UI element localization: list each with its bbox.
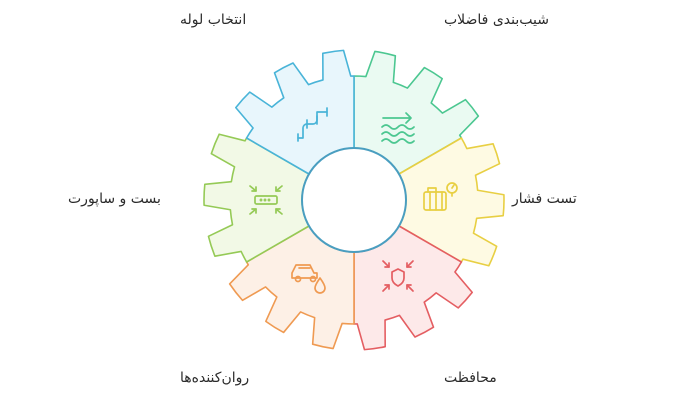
pipe-icon xyxy=(297,107,328,142)
wave-arrow-icon xyxy=(381,112,415,144)
label-sewer-slope: شیب‌بندی فاضلاب xyxy=(444,12,549,28)
clamp-support-icon xyxy=(249,185,283,215)
label-protection: محافظت xyxy=(444,370,497,386)
label-clamps-supports: بست و ساپورت xyxy=(68,191,161,207)
gear-center-hole xyxy=(301,147,407,253)
label-pressure-test: تست فشار xyxy=(512,191,577,207)
label-pipe-selection: انتخاب لوله xyxy=(180,12,247,28)
shield-icon xyxy=(382,260,414,292)
pressure-gauge-icon xyxy=(423,182,458,211)
car-oil-icon xyxy=(291,264,326,294)
label-lubricants: روان‌کننده‌ها xyxy=(180,370,250,386)
